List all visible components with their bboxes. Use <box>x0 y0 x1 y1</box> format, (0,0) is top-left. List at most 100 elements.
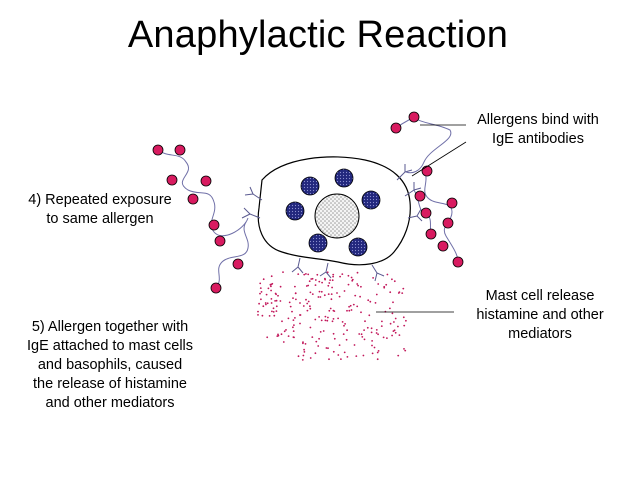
histamine-dot <box>372 277 374 279</box>
histamine-dot <box>347 283 350 286</box>
allergen <box>210 282 222 294</box>
histamine-dot <box>329 279 331 281</box>
histamine-dot <box>287 335 290 337</box>
histamine-dot <box>271 282 274 285</box>
histamine-dot <box>305 285 308 287</box>
histamine-dot <box>275 299 278 302</box>
histamine-dot <box>344 323 346 325</box>
histamine-dot <box>279 300 282 302</box>
histamine-dot <box>292 330 295 332</box>
histamine-dot <box>318 290 321 293</box>
histamine-dot <box>327 284 330 287</box>
histamine-dot <box>309 357 312 359</box>
histamine-dot <box>375 293 378 296</box>
histamine-dot <box>270 285 272 288</box>
histamine-dot <box>302 354 305 357</box>
histamine-dot <box>328 282 331 284</box>
histamine-dot <box>319 331 322 333</box>
label-repeated-exposure: 4) Repeated exposure to same allergen <box>2 191 198 229</box>
histamine-dot <box>265 293 268 296</box>
label-line: Mast cell release <box>485 288 595 304</box>
histamine-dot <box>391 312 394 315</box>
histamine-dot <box>271 310 273 313</box>
label-mast-cell-release: Mast cell release histamine and other me… <box>454 287 626 344</box>
histamine-dot <box>394 317 397 320</box>
histamine-dot <box>376 358 379 361</box>
histamine-dot <box>341 321 344 323</box>
histamine-dot <box>339 275 341 278</box>
histamine-dot <box>269 283 272 286</box>
granules <box>285 168 381 257</box>
histamine-dot <box>403 324 406 327</box>
allergen <box>174 144 186 156</box>
histamine-dot <box>289 305 292 308</box>
histamine-dot <box>371 344 373 347</box>
callout-line-bind-2 <box>411 141 467 177</box>
histamine-dot <box>363 329 365 331</box>
histamine-dot <box>356 305 359 308</box>
histamine-dot <box>392 330 395 332</box>
allergen <box>442 217 454 229</box>
granule <box>334 168 354 188</box>
histamine-dot <box>309 305 311 308</box>
histamine-dot <box>268 315 271 317</box>
histamine-dot <box>371 340 373 342</box>
allergen-strand-right <box>423 169 459 263</box>
histamine-dot <box>355 355 358 357</box>
histamine-dot <box>324 319 327 322</box>
histamine-dot <box>307 273 310 276</box>
histamine-dot <box>338 344 341 346</box>
histamine-dot <box>389 307 391 310</box>
histamine-dot <box>274 300 276 302</box>
histamine-dot <box>319 296 322 298</box>
allergens <box>152 111 464 294</box>
histamine-dot <box>309 326 312 329</box>
histamine-dot <box>321 281 323 284</box>
label-allergens-bind: Allergens bind with IgE antibodies <box>448 111 628 149</box>
allergen <box>425 228 437 240</box>
ige-antibody <box>319 262 332 279</box>
histamine-dot <box>333 310 336 312</box>
histamine-dot <box>310 278 313 280</box>
histamine-dot <box>403 348 405 350</box>
histamine-dot <box>371 352 374 355</box>
histamine-dot <box>291 310 293 313</box>
ige-antibody <box>371 264 385 282</box>
histamine-dot <box>302 305 305 307</box>
histamine-dot <box>332 350 335 353</box>
histamine-dot <box>352 303 355 306</box>
histamine-dot <box>259 287 262 289</box>
histamine-dot <box>375 329 378 331</box>
histamine-dot <box>257 314 259 316</box>
histamine-dot <box>401 292 404 294</box>
histamine-dot <box>383 286 386 289</box>
histamine-dot <box>349 304 352 307</box>
histamine-dot <box>380 325 383 327</box>
label-line: and basophils, caused <box>37 357 183 373</box>
histamine-dot <box>398 291 401 293</box>
histamine-dot <box>337 354 340 356</box>
histamine-dot <box>393 280 396 283</box>
histamine-dot <box>391 278 393 281</box>
histamine-dot <box>324 315 327 318</box>
histamine-dot <box>279 285 282 288</box>
histamine-dot <box>347 274 350 277</box>
histamine-dot <box>366 326 369 329</box>
histamine-dot <box>266 302 269 305</box>
histamine-dot <box>294 292 297 295</box>
histamine-dot <box>340 358 342 360</box>
label-line: 4) Repeated exposure <box>28 192 172 208</box>
histamine-dot <box>353 344 356 346</box>
histamine-dot <box>266 336 269 339</box>
histamine-dot <box>293 324 295 326</box>
allergen <box>420 207 432 219</box>
ige-antibody <box>241 207 261 219</box>
histamine-dot <box>331 279 334 282</box>
histamine-dot <box>297 355 300 358</box>
histamine-dot <box>405 319 407 322</box>
histamine-dot <box>328 309 331 312</box>
histamine-dot <box>357 284 359 287</box>
histamine-dot <box>262 305 265 308</box>
histamine-dot <box>307 284 310 287</box>
